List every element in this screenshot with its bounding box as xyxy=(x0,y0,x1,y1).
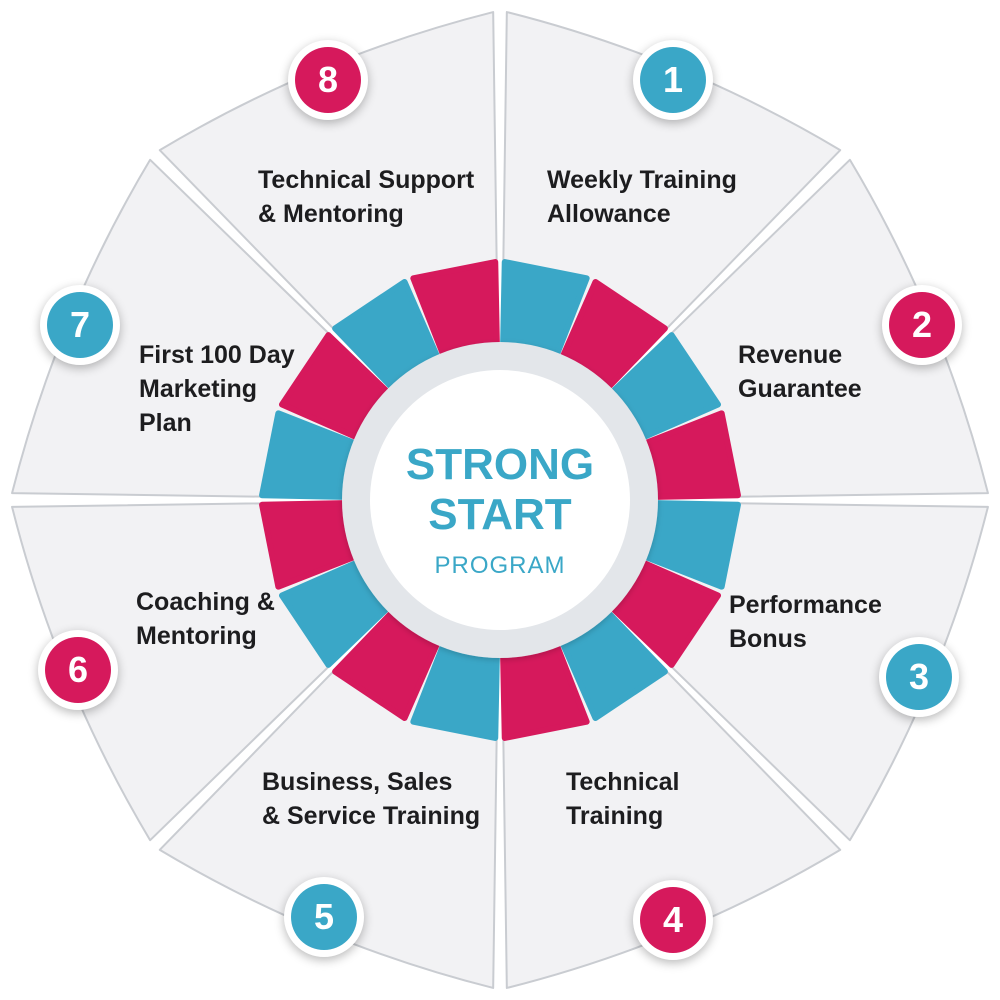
number-badge-2: 2 xyxy=(882,285,962,365)
segment-label-1: Weekly Training Allowance xyxy=(547,166,737,228)
badge-number: 8 xyxy=(295,47,361,113)
segment-label-2: Revenue Guarantee xyxy=(738,341,862,403)
badge-number: 2 xyxy=(889,292,955,358)
badge-number: 5 xyxy=(291,884,357,950)
segment-label-7: First 100 Day Marketing Plan xyxy=(139,341,295,437)
badge-number: 1 xyxy=(640,47,706,113)
number-badge-1: 1 xyxy=(633,40,713,120)
number-badge-3: 3 xyxy=(879,637,959,717)
center-title-line1: STRONG xyxy=(405,440,595,489)
badge-number: 3 xyxy=(886,644,952,710)
number-badge-8: 8 xyxy=(288,40,368,120)
center-title-line2: START xyxy=(428,490,572,539)
center-subtitle: PROGRAM xyxy=(434,552,566,579)
segment-label-8: Technical Support & Mentoring xyxy=(258,166,475,228)
segment-label-5: Business, Sales & Service Training xyxy=(262,768,481,830)
segment-label-4: Technical Training xyxy=(566,768,680,830)
badge-number: 4 xyxy=(640,887,706,953)
number-badge-7: 7 xyxy=(40,285,120,365)
segment-label-6: Coaching & Mentoring xyxy=(136,588,275,650)
segment-label-3: Performance Bonus xyxy=(729,591,882,653)
number-badge-6: 6 xyxy=(38,630,118,710)
center-title: STRONG START xyxy=(370,440,630,540)
number-badge-5: 5 xyxy=(284,877,364,957)
badge-number: 6 xyxy=(45,637,111,703)
badge-number: 7 xyxy=(47,292,113,358)
center-circle xyxy=(370,370,630,630)
number-badge-4: 4 xyxy=(633,880,713,960)
